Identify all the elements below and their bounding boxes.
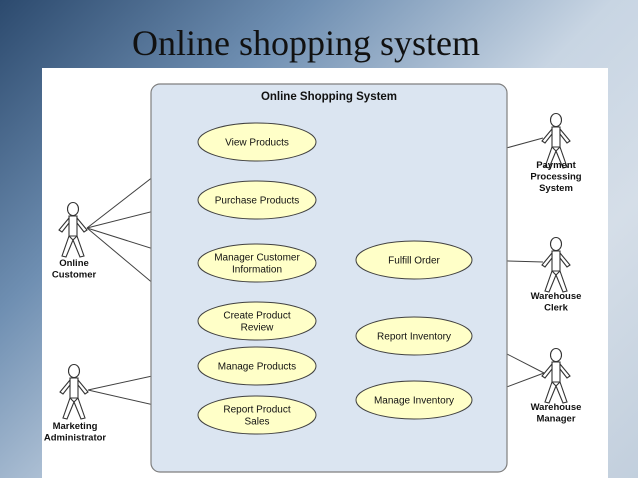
use-case-manage-products[interactable]: Manage Products	[197, 346, 317, 386]
use-case-ellipse	[197, 301, 317, 341]
use-case-ellipse	[197, 243, 317, 283]
use-case-ellipse	[355, 316, 473, 356]
use-case-ellipse	[197, 122, 317, 162]
slide-title: Online shopping system	[132, 23, 480, 63]
use-case-label: Report Product	[223, 405, 290, 416]
actor-label: System	[539, 183, 573, 194]
actor-label: Manager	[536, 414, 575, 425]
use-case-label: Manager Customer	[214, 253, 300, 264]
actor-icon	[541, 347, 571, 404]
use-case-label: Create Product	[223, 311, 290, 322]
actor-label: Processing	[530, 172, 581, 183]
actor-label: Online	[59, 258, 89, 269]
actor-label: Marketing	[53, 421, 98, 432]
use-case-label: View Products	[225, 138, 289, 149]
use-case-label: Information	[232, 265, 282, 276]
use-case-manage-inventory[interactable]: Manage Inventory	[355, 380, 473, 420]
use-case-diagram: Online Shopping System View ProductsPurc…	[44, 83, 582, 473]
use-case-label: Report Inventory	[377, 332, 451, 343]
use-case-ellipse	[355, 380, 473, 420]
use-case-label: Manage Inventory	[374, 396, 454, 407]
actor-label: Payment	[536, 160, 576, 171]
actor-label: Clerk	[544, 303, 568, 314]
use-case-view-products[interactable]: View Products	[197, 122, 317, 162]
actor-label: Warehouse	[531, 291, 582, 302]
use-case-label: Sales	[244, 417, 269, 428]
actor-label: Warehouse	[531, 402, 582, 413]
use-case-fulfill-order[interactable]: Fulfill Order	[355, 240, 473, 280]
use-case-ellipse	[355, 240, 473, 280]
use-case-label: Fulfill Order	[388, 256, 440, 267]
actor-icon	[541, 112, 571, 169]
actor-icon	[58, 201, 88, 258]
use-case-purchase-products[interactable]: Purchase Products	[197, 180, 317, 220]
use-case-label: Purchase Products	[215, 196, 300, 207]
actor-label: Administrator	[44, 433, 107, 444]
use-case-label: Review	[241, 323, 275, 334]
use-case-ellipse	[197, 346, 317, 386]
actor-label: Customer	[52, 270, 97, 281]
actor-icon	[541, 236, 571, 293]
use-case-label: Manage Products	[218, 362, 296, 373]
use-case-report-inventory[interactable]: Report Inventory	[355, 316, 473, 356]
use-case-ellipse	[197, 395, 317, 435]
use-case-ellipse	[197, 180, 317, 220]
actor-icon	[59, 363, 89, 420]
system-title: Online Shopping System	[261, 91, 397, 103]
